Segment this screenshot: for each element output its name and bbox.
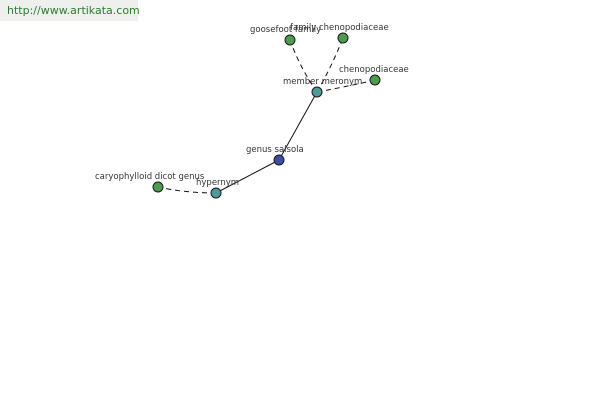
caryophylloid-dicot-genus-label: caryophylloid dicot genus: [95, 172, 205, 182]
caryophylloid-dicot-genus-node[interactable]: [152, 181, 164, 193]
genus-salsola-label: genus salsola: [246, 145, 304, 155]
hypernym-node[interactable]: [210, 187, 222, 199]
hypernym-label: hypernym: [196, 178, 239, 188]
chenopodiaceae-node[interactable]: [369, 74, 381, 86]
member-meronym-label: member meronym: [283, 77, 362, 87]
watermark-url: http://www.artikata.com: [0, 0, 140, 21]
member-meronym-node[interactable]: [311, 86, 323, 98]
edge-genus-salsola-hypernym: [215, 159, 280, 194]
family-chenopodiaceae-label: family chenopodiaceae: [290, 23, 389, 33]
chenopodiaceae-label: chenopodiaceae: [339, 65, 409, 75]
edge-genus-salsola-member-meronym: [278, 91, 318, 161]
goosefoot-family-label: goosefoot family: [250, 25, 321, 35]
family-chenopodiaceae-node[interactable]: [337, 32, 349, 44]
goosefoot-family-node[interactable]: [284, 34, 296, 46]
genus-salsola-node[interactable]: [273, 154, 285, 166]
edge-hypernym-caryophylloid-dicot-genus: [157, 186, 217, 194]
